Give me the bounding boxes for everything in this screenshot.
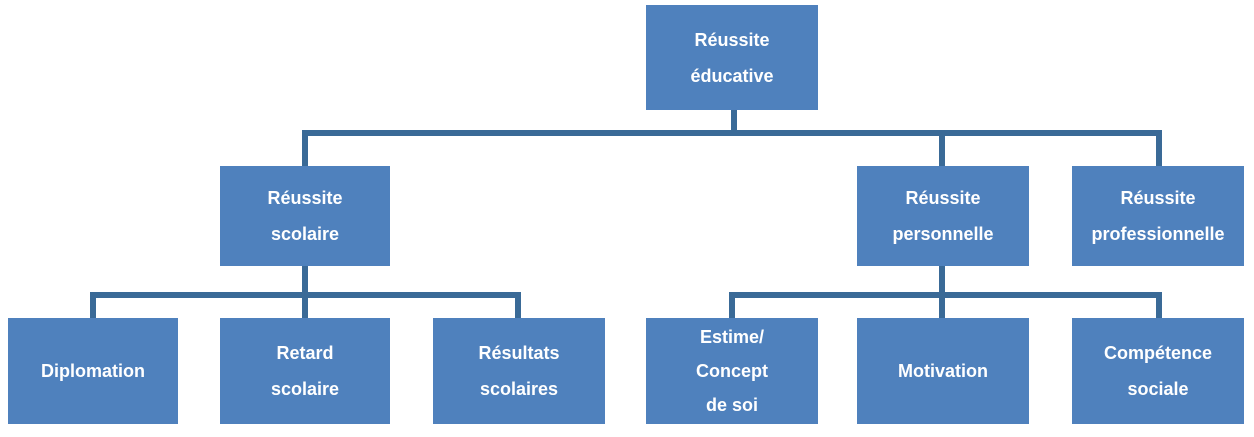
node-resultats-scolaires: Résultats scolaires xyxy=(433,318,605,424)
connector-to-resultats xyxy=(515,292,521,318)
connector-to-competence xyxy=(1156,292,1162,318)
connector-to-motivation xyxy=(939,292,945,318)
node-reussite-educative: Réussite éducative xyxy=(646,5,818,110)
connector-to-diplomation xyxy=(90,292,96,318)
node-diplomation: Diplomation xyxy=(8,318,178,424)
connector-to-estime xyxy=(729,292,735,318)
connector-to-professionnelle xyxy=(1156,130,1162,166)
connector-personnelle-bar xyxy=(729,292,1162,298)
connector-scolaire-stem xyxy=(302,266,308,296)
connector-level1-bar xyxy=(302,130,1162,136)
connector-to-personnelle xyxy=(939,130,945,166)
connector-root-stem xyxy=(731,110,737,133)
connector-to-retard xyxy=(302,292,308,318)
connector-to-scolaire xyxy=(302,130,308,166)
connector-personnelle-stem xyxy=(939,266,945,296)
node-reussite-professionnelle: Réussite professionnelle xyxy=(1072,166,1244,266)
node-retard-scolaire: Retard scolaire xyxy=(220,318,390,424)
node-competence-sociale: Compétence sociale xyxy=(1072,318,1244,424)
node-reussite-scolaire: Réussite scolaire xyxy=(220,166,390,266)
node-motivation: Motivation xyxy=(857,318,1029,424)
node-estime-concept-de-soi: Estime/ Concept de soi xyxy=(646,318,818,424)
node-reussite-personnelle: Réussite personnelle xyxy=(857,166,1029,266)
